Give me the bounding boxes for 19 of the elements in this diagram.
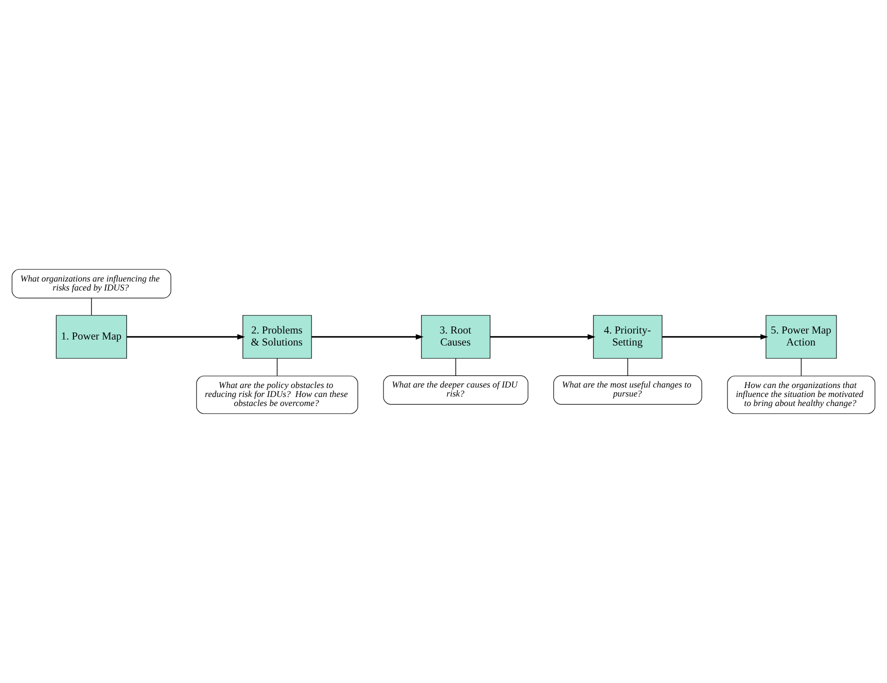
node-box: 3. Root Causes bbox=[421, 315, 490, 359]
node-box: 2. Problems & Solutions bbox=[242, 315, 312, 359]
connector bbox=[455, 358, 456, 376]
node-box: 1. Power Map bbox=[56, 315, 127, 359]
connector bbox=[276, 358, 278, 376]
node-box: How can the organizations that influence the situation be motivated to bring about healthy change? bbox=[727, 376, 876, 414]
connector bbox=[627, 358, 628, 376]
connector bbox=[800, 358, 802, 376]
arrow bbox=[490, 334, 596, 340]
node-box: 5. Power Map Action bbox=[766, 315, 837, 359]
node-box: What are the most useful changes to pursue? bbox=[553, 375, 702, 405]
arrow bbox=[662, 334, 768, 340]
arrow bbox=[126, 334, 246, 340]
node-box: What are the policy obstacles to reducing risk for IDUs? How can these obstacles be overcome? bbox=[196, 376, 358, 414]
node-box: 4. Priority-Setting bbox=[593, 315, 662, 359]
node-box: What are the deeper causes of IDU risk? bbox=[383, 375, 528, 405]
connector bbox=[91, 298, 92, 316]
arrow bbox=[312, 334, 424, 340]
node-box: What organizations are influencing the risks faced by IDUS? bbox=[12, 269, 172, 298]
